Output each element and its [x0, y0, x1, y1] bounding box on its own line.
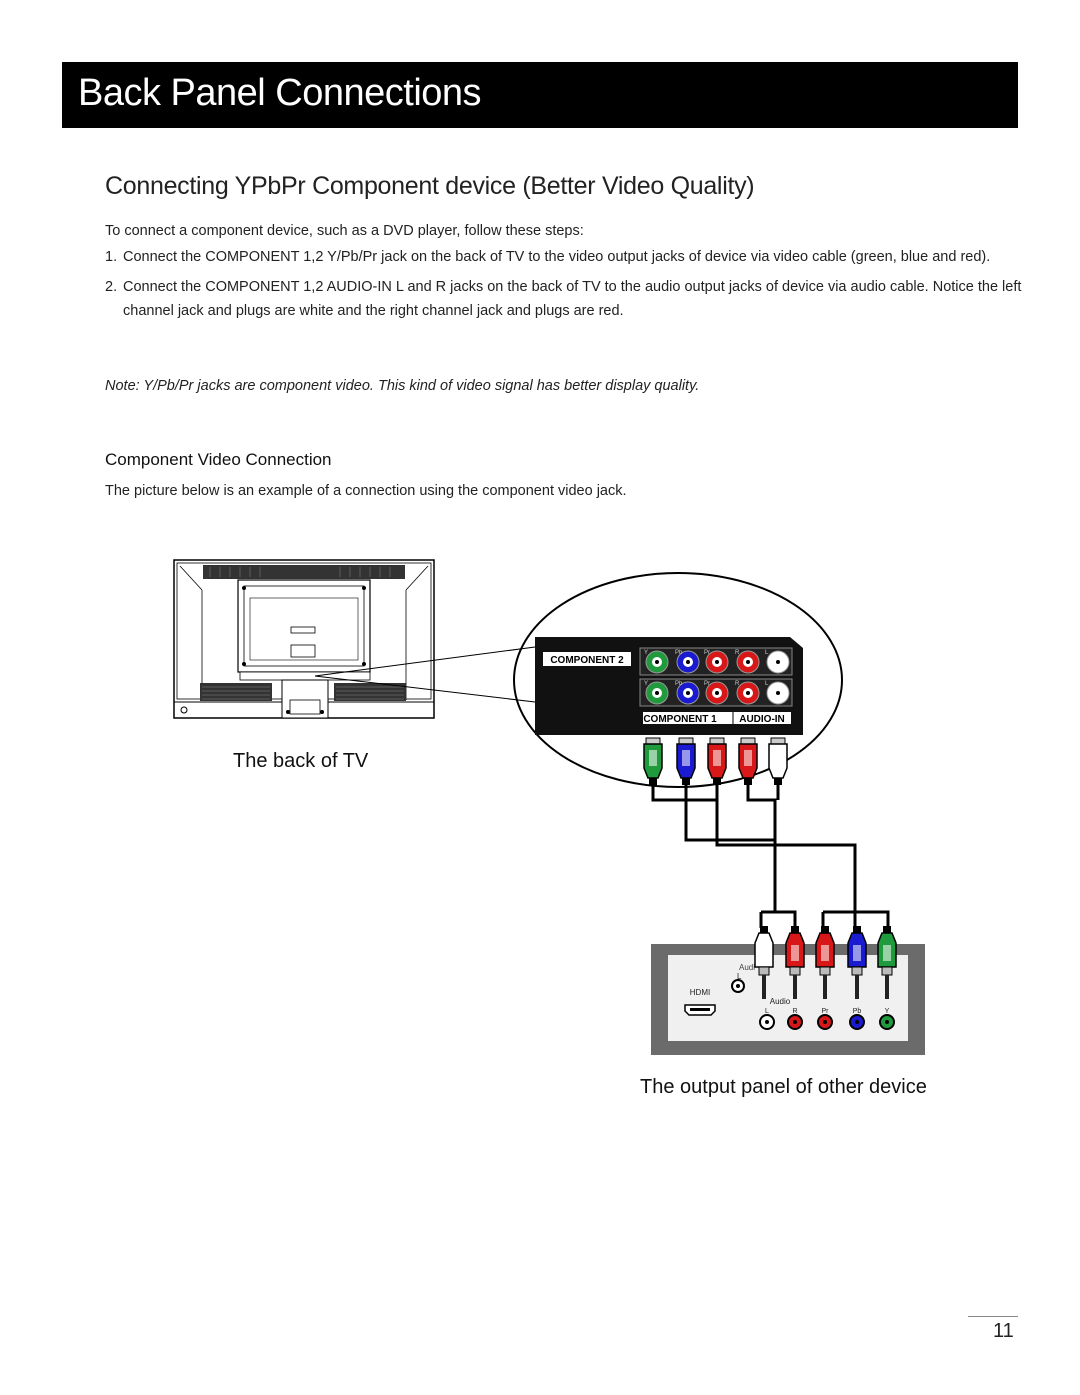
- subsection-title: Component Video Connection: [105, 450, 332, 469]
- device-jacks: L R Pr Pb Y: [759, 1008, 895, 1030]
- steps-list: 1. Connect the COMPONENT 1,2 Y/Pb/Pr jac…: [105, 245, 1040, 329]
- section-title: Connecting YPbPr Component device (Bette…: [105, 172, 755, 200]
- audio-l-label: L: [737, 972, 742, 981]
- tv-back-illustration: [173, 559, 536, 719]
- tv-jack-label: L: [765, 650, 769, 656]
- device-jack-label: L: [765, 1008, 769, 1015]
- page-number: 11: [993, 1320, 1014, 1342]
- tv-caption: The back of TV: [233, 750, 369, 772]
- tv-plug-tip: [678, 737, 694, 745]
- tv-plug-tip: [709, 737, 725, 745]
- tv-plug-tip: [740, 737, 756, 745]
- step-item: 2. Connect the COMPONENT 1,2 AUDIO-IN L …: [105, 275, 1040, 323]
- hdmi-label: HDMI: [690, 988, 710, 997]
- tv-plugs: [643, 737, 788, 785]
- header-bar: Back Panel Connections: [62, 62, 1018, 128]
- audio-top-label: Audi: [739, 963, 755, 972]
- component1-label: COMPONENT 1: [643, 714, 717, 725]
- page-number-rule: [968, 1316, 1018, 1317]
- audio-label: Audio: [770, 997, 791, 1006]
- step-number: 1.: [105, 249, 118, 265]
- device-plugs: [754, 926, 897, 999]
- page-title: Back Panel Connections: [78, 72, 482, 114]
- tv-jack-label: Pb: [675, 650, 683, 656]
- device-jack-label: Pb: [853, 1008, 862, 1015]
- tv-jack-label: Y: [644, 650, 648, 656]
- tv-jack-label: Pr: [704, 681, 710, 687]
- device-jack-label: Pr: [822, 1008, 830, 1015]
- tv-jack-label: Pb: [675, 681, 683, 687]
- tv-jack-label: Y: [644, 681, 648, 687]
- device-jack-label: R: [792, 1008, 797, 1015]
- tv-plug-tip: [645, 737, 661, 745]
- device-output-panel: Audi L HDMI Audio L R Pr Pb Y: [651, 944, 925, 1055]
- audio-in-label: AUDIO-IN: [739, 714, 785, 725]
- tv-jack-label: R: [735, 650, 740, 656]
- device-jack-label: Y: [885, 1008, 890, 1015]
- tv-jack-label: Pr: [704, 650, 710, 656]
- subsection-text: The picture below is an example of a con…: [105, 483, 627, 499]
- tv-jack-label: R: [735, 681, 740, 687]
- step-number: 2.: [105, 279, 118, 295]
- step-item: 1. Connect the COMPONENT 1,2 Y/Pb/Pr jac…: [105, 245, 1040, 269]
- tv-jack-label: L: [765, 681, 769, 687]
- device-caption: The output panel of other device: [640, 1076, 927, 1098]
- component2-label: COMPONENT 2: [550, 655, 624, 666]
- intro-paragraph: To connect a component device, such as a…: [105, 223, 584, 239]
- cable-wires: [651, 784, 890, 928]
- step-text: Connect the COMPONENT 1,2 AUDIO-IN L and…: [123, 279, 1022, 319]
- note-text: Note: Y/Pb/Pr jacks are component video.…: [105, 378, 700, 394]
- step-text: Connect the COMPONENT 1,2 Y/Pb/Pr jack o…: [123, 249, 991, 265]
- callout-ellipse: [513, 572, 843, 788]
- tv-plug-tip: [770, 737, 786, 745]
